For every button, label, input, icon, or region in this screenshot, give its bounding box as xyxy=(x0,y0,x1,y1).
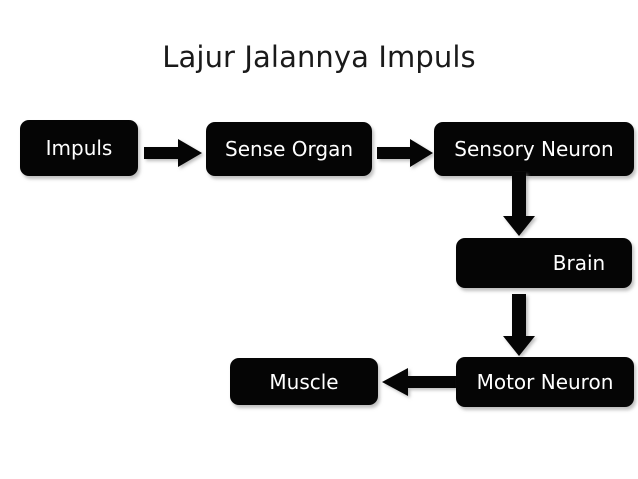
node-brain-label: Brain xyxy=(552,251,606,275)
page-title: Lajur Jalannya Impuls xyxy=(162,40,476,74)
arrow-left-motor-neuron-to-muscle xyxy=(382,368,456,396)
node-sensory-neuron-label: Sensory Neuron xyxy=(454,137,614,161)
node-sense-organ-label: Sense Organ xyxy=(225,137,353,161)
node-impuls-label: Impuls xyxy=(45,136,113,160)
node-muscle[interactable]: Muscle xyxy=(230,358,378,405)
arrow-right-impuls-to-sense-organ xyxy=(144,139,202,167)
node-impuls[interactable]: Impuls xyxy=(20,120,138,176)
node-muscle-label: Muscle xyxy=(269,369,339,394)
node-sense-organ[interactable]: Sense Organ xyxy=(206,122,372,176)
arrow-down-sensory-neuron-to-brain xyxy=(503,172,535,236)
node-brain[interactable]: Brain xyxy=(456,238,632,288)
arrow-right-sense-organ-to-sensory-neuron xyxy=(377,139,433,167)
node-motor-neuron[interactable]: Motor Neuron xyxy=(456,357,634,407)
arrow-down-brain-to-motor-neuron xyxy=(503,294,535,356)
node-motor-neuron-label: Motor Neuron xyxy=(476,370,614,394)
node-sensory-neuron[interactable]: Sensory Neuron xyxy=(434,122,634,176)
